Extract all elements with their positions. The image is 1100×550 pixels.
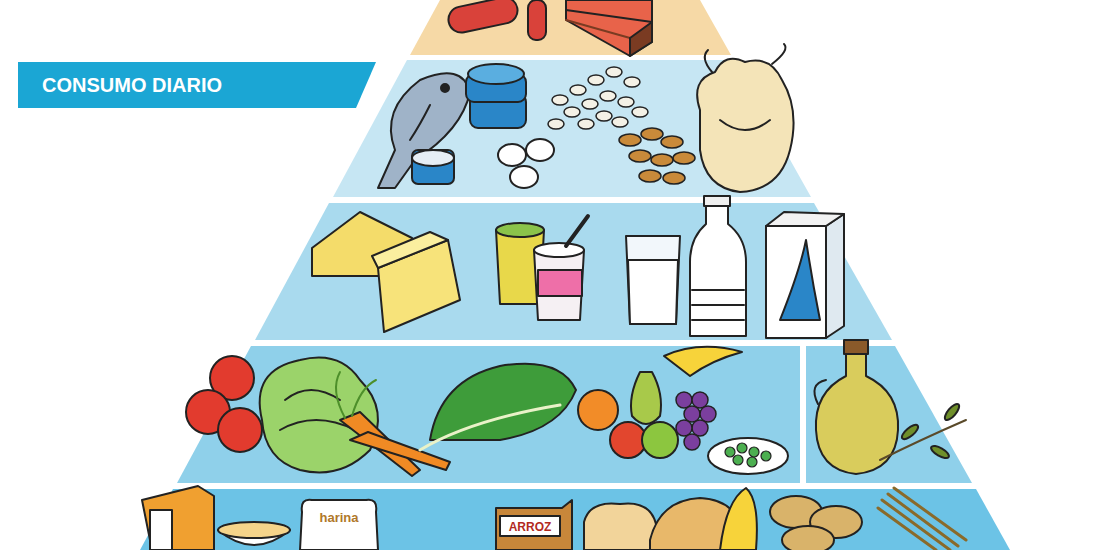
fish-icon	[378, 73, 470, 188]
peas-plate-icon	[708, 438, 788, 474]
yogurt-icon	[496, 216, 588, 320]
flour-bag-icon	[300, 500, 378, 550]
fruit-icon	[578, 347, 742, 458]
pyramid-band	[255, 203, 892, 340]
pasta-icon	[878, 488, 966, 550]
egg-icon	[498, 139, 554, 188]
milk-carton-icon	[766, 212, 844, 338]
tomato-icon	[186, 356, 262, 452]
banner-label: CONSUMO DIARIO	[18, 62, 376, 108]
beans-icon	[548, 67, 648, 129]
milk-bottle-icon	[690, 196, 746, 336]
package-label: harina	[319, 510, 358, 525]
rice-box-icon	[496, 500, 572, 550]
cake-icon	[566, 0, 652, 56]
can-icon	[412, 64, 526, 184]
cheese-icon	[312, 212, 460, 332]
olive-branch-icon	[880, 402, 966, 461]
nuts-icon	[619, 128, 695, 184]
pyramid-band	[177, 346, 972, 483]
cereal-box-icon	[142, 486, 214, 550]
package-label: ARROZ	[509, 520, 552, 534]
milk-glass-icon	[626, 236, 680, 324]
chicken-icon	[697, 44, 793, 192]
banner-text: CONSUMO DIARIO	[42, 73, 336, 97]
oil-jug-icon	[814, 340, 898, 474]
sausage-icon	[446, 0, 546, 40]
banner-fill	[18, 62, 376, 108]
chard-icon	[420, 364, 576, 450]
cereal-bowl-icon	[218, 522, 290, 545]
potato-icon	[770, 496, 862, 550]
pyramid-band	[140, 489, 1010, 550]
band-divider	[800, 346, 806, 483]
bread-icon	[584, 488, 757, 550]
